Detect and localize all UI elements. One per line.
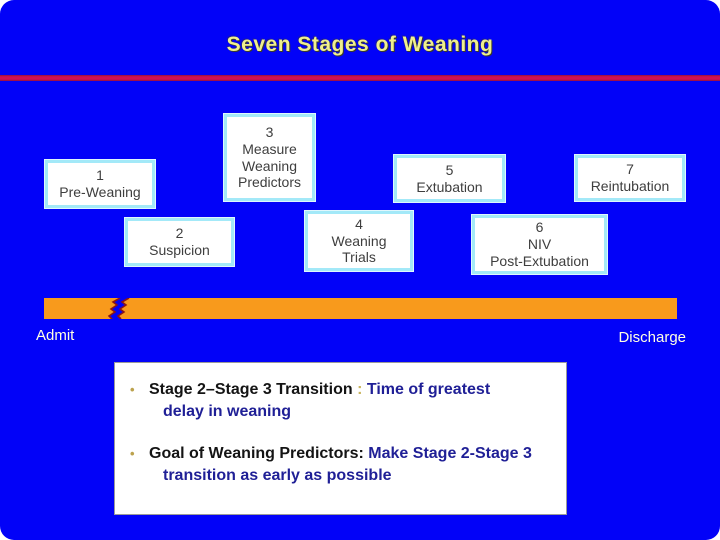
stage-number: 5 — [445, 161, 454, 178]
note-item-transition: • Stage 2–Stage 3 Transition : Time of g… — [115, 379, 556, 422]
stage-number: 4 — [355, 215, 363, 232]
stage-number: 6 — [535, 219, 544, 236]
note-emphasis: Make Stage 2-Stage 3 transition as early… — [163, 445, 532, 484]
stage-box-1-pre-weaning: 1 Pre-Weaning — [45, 160, 155, 208]
timeline-bar — [44, 298, 677, 319]
timeline-start-label: Admit — [36, 327, 75, 344]
note-text: Goal of Weaning Predictors: Make Stage 2… — [149, 443, 556, 486]
stage-label: Measure Weaning Predictors — [237, 140, 302, 191]
stage-label: Suspicion — [149, 242, 210, 258]
timeline-break-icon — [107, 298, 130, 319]
notes-panel: • Stage 2–Stage 3 Transition : Time of g… — [114, 362, 567, 515]
stage-box-7-reintubation: 7 Reintubation — [575, 155, 685, 201]
stage-number: 7 — [626, 161, 634, 178]
stage-box-5-extubation: 5 Extubation — [394, 155, 505, 202]
stage-box-2-suspicion: 2 Suspicion — [125, 218, 234, 266]
note-emphasis: Time of greatest delay in weaning — [163, 381, 491, 420]
note-lead: Stage 2–Stage 3 Transition — [149, 381, 353, 398]
note-text: Stage 2–Stage 3 Transition : Time of gre… — [149, 379, 556, 422]
note-separator: : — [352, 381, 367, 398]
stage-number: 3 — [265, 123, 274, 140]
bullet-icon: • — [130, 382, 135, 397]
stage-label: Reintubation — [590, 178, 670, 194]
stage-number: 1 — [96, 167, 104, 184]
timeline-end-label: Discharge — [618, 329, 686, 346]
stage-label: Weaning Trials — [331, 232, 387, 266]
note-lead: Goal of Weaning Predictors: — [149, 445, 369, 463]
stage-box-6-niv-post-extubation: 6 NIV Post-Extubation — [472, 215, 607, 274]
stage-label: NIV Post-Extubation — [490, 236, 589, 269]
stage-box-3-measure-weaning-predictors: 3 Measure Weaning Predictors — [224, 114, 315, 201]
stage-label: Extubation — [416, 178, 483, 195]
slide-title: Seven Stages of Weaning — [226, 33, 494, 56]
stage-label: Pre-Weaning — [59, 184, 141, 200]
note-item-goal: • Goal of Weaning Predictors: Make Stage… — [115, 443, 556, 486]
title-divider-line — [0, 75, 720, 81]
stage-number: 2 — [175, 225, 184, 242]
stage-box-4-weaning-trials: 4 Weaning Trials — [305, 211, 413, 271]
bullet-icon: • — [130, 446, 135, 462]
